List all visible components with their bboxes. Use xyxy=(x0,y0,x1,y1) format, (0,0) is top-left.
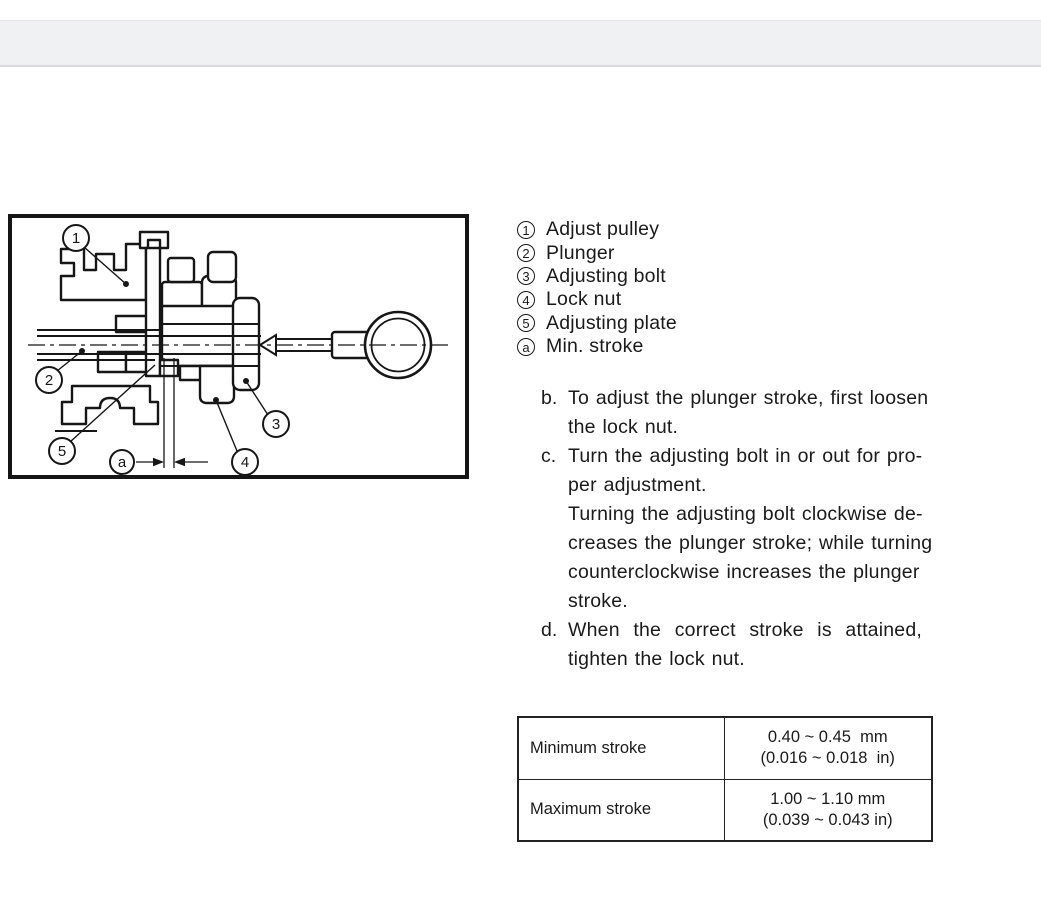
stroke-label: Maximum stroke xyxy=(517,778,725,842)
mechanism-diagram: 1 2 5 a 4 3 xyxy=(28,224,452,476)
value-in: (0.016 ~ 0.018 in) xyxy=(760,749,895,768)
legend-item: 2 Plunger xyxy=(517,241,677,264)
instruction-letter: d. xyxy=(541,619,558,641)
parts-legend: 1 Adjust pulley 2 Plunger 3 Adjusting bolt 4 Lo… xyxy=(517,218,677,358)
instruction-list: b. To adjust the plunger stroke, first lo… xyxy=(541,384,932,674)
stroke-label: Minimum stroke xyxy=(517,716,725,780)
arrowhead-right xyxy=(153,457,164,467)
adjusting-bolt-body xyxy=(231,296,261,392)
top-toolbar-strip xyxy=(0,20,1041,67)
callout-circle-1 xyxy=(62,224,90,252)
legend-marker: 2 xyxy=(517,244,535,263)
legend-label: Plunger xyxy=(546,241,615,264)
legend-item: 4 Lock nut xyxy=(517,288,677,311)
callout-circle-a xyxy=(109,449,135,475)
leader-line-4 xyxy=(215,399,238,452)
leader-line-1 xyxy=(83,246,127,285)
instruction-line: Turning the adjusting bolt clockwise de- xyxy=(568,503,923,525)
legend-label: Lock nut xyxy=(546,288,622,311)
instruction-item: d. When the correct stroke is attained, ti… xyxy=(541,616,932,674)
callout-label-4: 4 xyxy=(241,454,249,471)
instruction-letter: c. xyxy=(541,445,557,467)
arrowhead-left xyxy=(174,457,185,467)
legend-marker: 3 xyxy=(517,267,535,286)
instruction-lines: To adjust the plunger stroke, first loos… xyxy=(568,384,928,442)
value-in: (0.039 ~ 0.043 in) xyxy=(762,810,893,829)
callout-circle-2 xyxy=(35,366,63,394)
leader-line-2 xyxy=(56,350,83,372)
spec-row: Maximum stroke 1.00 ~ 1.10 mm (0.039 ~ 0.0… xyxy=(517,778,933,842)
legend-marker: 5 xyxy=(517,314,535,333)
legend-item: 3 Adjusting bolt xyxy=(517,265,677,288)
leader-dot xyxy=(213,397,219,403)
instruction-line: When the correct stroke is attained, xyxy=(568,619,923,641)
callout-label-1: 1 xyxy=(72,230,80,247)
instruction-line: creases the plunger stroke; while turnin… xyxy=(568,532,933,554)
leader-line-3 xyxy=(245,380,269,416)
instruction-item: c. Turn the adjusting bolt in or out for … xyxy=(541,442,932,616)
lock-nut-shape xyxy=(198,364,236,405)
instruction-line: counterclockwise increases the plunger xyxy=(568,561,920,583)
body-block xyxy=(166,256,196,284)
stroke-value: 1.00 ~ 1.10 mm (0.039 ~ 0.043 in) xyxy=(723,778,933,842)
instruction-line: the lock nut. xyxy=(568,416,679,438)
spec-table-body: Minimum stroke 0.40 ~ 0.45 mm (0.016 ~ 0.0… xyxy=(517,716,933,842)
legend-label: Adjust pulley xyxy=(546,218,660,241)
legend-label: Adjusting plate xyxy=(546,311,677,334)
legend-marker: 1 xyxy=(517,220,535,239)
spec-row: Minimum stroke 0.40 ~ 0.45 mm (0.016 ~ 0.0… xyxy=(517,716,933,780)
callout-circle-3 xyxy=(262,410,290,438)
leader-line-5 xyxy=(69,364,156,443)
value-mm: 1.00 ~ 1.10 mm xyxy=(770,789,886,808)
legend-label: Min. stroke xyxy=(546,335,644,358)
adjusting-plate-fork-head xyxy=(138,230,170,250)
legend-item: 1 Adjust pulley xyxy=(517,218,677,241)
body-block xyxy=(206,250,238,284)
instruction-line: Turn the adjusting bolt in or out for pr… xyxy=(568,445,923,467)
legend-item: 5 Adjusting plate xyxy=(517,312,677,335)
instruction-lines: Turn the adjusting bolt in or out for pr… xyxy=(568,442,932,616)
callout-label-3: 3 xyxy=(272,416,280,433)
leader-dot xyxy=(243,378,249,384)
legend-marker: 4 xyxy=(517,290,535,309)
adjusting-plate-body xyxy=(144,246,162,378)
adjusting-plate-foot xyxy=(158,358,180,378)
instruction-item: b. To adjust the plunger stroke, first lo… xyxy=(541,384,932,442)
legend-marker: a xyxy=(517,337,535,356)
pulley-bottom-teeth xyxy=(60,384,160,426)
instruction-line: tighten the lock nut. xyxy=(568,648,745,670)
diagram-panel: 1 2 5 a 4 3 xyxy=(8,214,469,479)
leader-dot xyxy=(79,348,85,354)
instruction-line: per adjustment. xyxy=(568,474,707,496)
value-mm: 0.40 ~ 0.45 mm xyxy=(767,728,888,747)
callout-label-5: 5 xyxy=(58,443,66,460)
instruction-letter: b. xyxy=(541,387,558,409)
instruction-line: To adjust the plunger stroke, first loos… xyxy=(568,387,929,409)
legend-item: a Min. stroke xyxy=(517,335,677,358)
callout-label-2: 2 xyxy=(45,372,53,389)
instruction-line: stroke. xyxy=(568,590,628,612)
adjust-pulley-top-teeth xyxy=(59,242,148,302)
callout-circle-5 xyxy=(48,437,76,465)
instruction-lines: When the correct stroke is attained, tigh… xyxy=(568,616,922,674)
callout-label-a: a xyxy=(118,454,127,471)
stroke-value: 0.40 ~ 0.45 mm (0.016 ~ 0.018 in) xyxy=(723,716,933,780)
legend-label: Adjusting bolt xyxy=(546,264,666,287)
spec-table: Minimum stroke 0.40 ~ 0.45 mm (0.016 ~ 0.0… xyxy=(517,716,933,842)
leader-dot xyxy=(123,281,129,287)
